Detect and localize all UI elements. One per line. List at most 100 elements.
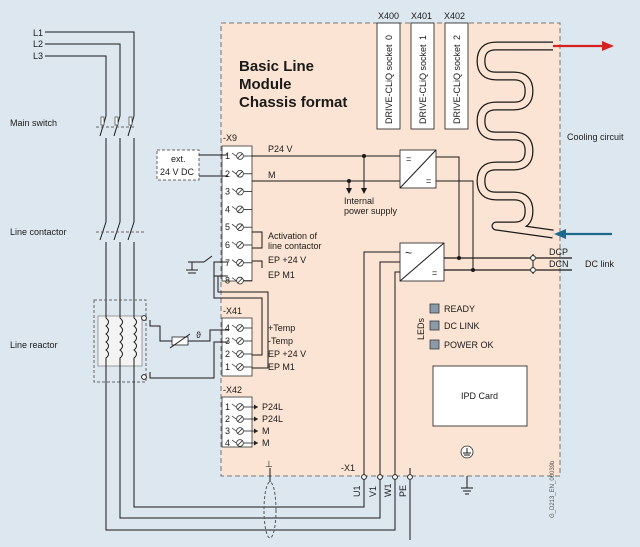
x1-v1-label: V1 [368, 486, 378, 497]
internal-supply-label-1: Internal [344, 196, 374, 206]
external-ground-icon [461, 476, 473, 495]
activation-label-1: Activation of [268, 231, 318, 241]
shield-ground-symbol: ⊥ [265, 459, 273, 469]
document-code: G_D213_EN_00039b [550, 460, 556, 518]
output-arrow-icon [254, 440, 258, 446]
x9-pin-8: 8 [225, 276, 230, 286]
socket-x402-header: X402 [444, 11, 465, 21]
activation-label-2: line contactor [268, 241, 322, 251]
x42-label-2: P24L [262, 414, 283, 424]
led-panel: LEDs READY DC LINK POWER OK [416, 303, 494, 350]
dcp-label: DCP [549, 247, 568, 257]
terminal-x9: -X9 1 2 3 4 5 6 7 8 ext. 24 V DC P24 V M Intern… [156, 133, 400, 286]
socket-x400-num: 0 [384, 35, 394, 40]
x42-pin-3: 3 [225, 426, 230, 436]
x9-pin-6: 6 [225, 240, 230, 250]
module-ground-icon [460, 445, 474, 459]
dcn-label: DCN [549, 259, 569, 269]
socket-x401 [410, 22, 435, 130]
dc-dc-converter: = = [399, 149, 474, 270]
terminal-x1: -X1 U1 V1 W1 PE [341, 463, 413, 540]
x41-ep24-label: EP +24 V [268, 349, 306, 359]
x41-temp-minus-label: -Temp [268, 336, 293, 346]
x41-header: -X41 [223, 306, 242, 316]
drive-cliq-sockets: X400 X401 X402 DRIVE-CLiQ socket 0 DRIVE… [376, 11, 469, 130]
coolant-in-arrow-icon [554, 229, 566, 239]
output-arrow-icon [254, 428, 258, 434]
led-power-ok-label: POWER OK [444, 340, 494, 350]
x9-m-label: M [268, 170, 276, 180]
x9-pin-5: 5 [225, 222, 230, 232]
x42-label-3: M [262, 426, 270, 436]
mains-feed: L1 L2 L3 Main switch Line con [10, 28, 396, 531]
x9-pin-3: 3 [225, 187, 230, 197]
theta-symbol: ϑ [196, 330, 201, 340]
ext-24v-supply [156, 149, 200, 181]
socket-x400-text: DRIVE-CLiQ socket [384, 44, 394, 124]
socket-x401-text: DRIVE-CLiQ socket [418, 44, 428, 124]
x1-w1-label: W1 [383, 484, 393, 498]
dc-link: DCP DCN DC link [530, 247, 615, 274]
module-title-line3: Chassis format [239, 94, 347, 111]
cable-shield: ⊥ [263, 459, 277, 539]
ext-supply-line1: ext. [171, 154, 186, 164]
x1-u1-label: U1 [352, 485, 362, 497]
dc-link-label: DC link [585, 259, 615, 269]
led-power-ok-icon [429, 339, 440, 350]
x42-header: -X42 [223, 385, 242, 395]
mains-l3-label: L3 [33, 51, 43, 61]
x41-epm1-label: EP M1 [268, 362, 295, 372]
socket-x402-num: 2 [452, 35, 462, 40]
cooling-circuit-label: Cooling circuit [567, 132, 624, 142]
x9-epm1-label: EP M1 [268, 270, 295, 280]
mains-l1-label: L1 [33, 28, 43, 38]
x41-pin-1: 1 [225, 362, 230, 372]
x41-temp-plus-label: +Temp [268, 323, 295, 333]
x41-pin-3: 3 [225, 336, 230, 346]
led-dc-link-icon [429, 320, 440, 331]
socket-x402 [444, 22, 469, 130]
main-switch-label: Main switch [10, 118, 57, 128]
x42-pin-2: 2 [225, 414, 230, 424]
x1-header: -X1 [341, 463, 355, 473]
output-arrow-icon [254, 416, 258, 422]
converter-out-symbol: = [426, 176, 431, 186]
socket-x400-header: X400 [378, 11, 399, 21]
x42-label-1: P24L [262, 402, 283, 412]
output-arrow-icon [254, 404, 258, 410]
x9-pin-1: 1 [225, 151, 230, 161]
led-ready-label: READY [444, 304, 475, 314]
converter-in-symbol: = [406, 154, 411, 164]
socket-x401-header: X401 [411, 11, 432, 21]
rectifier-ac-symbol: ~ [405, 246, 412, 260]
x42-label-4: M [262, 438, 270, 448]
x9-pin-4: 4 [225, 204, 230, 214]
x9-header: -X9 [223, 133, 237, 143]
socket-x401-num: 1 [418, 35, 428, 40]
led-ready-icon [429, 303, 440, 314]
x41-pin-2: 2 [225, 349, 230, 359]
coolant-out-arrow-icon [602, 41, 614, 51]
rectifier-dc-symbol: = [432, 268, 437, 278]
terminal-x41: -X41 4 3 2 1 +Temp -Temp EP +24 V EP M1 ϑ [149, 261, 306, 379]
module-title-line1: Basic Line [239, 58, 314, 75]
ext-supply-line2: 24 V DC [160, 167, 195, 177]
x9-pin-2: 2 [225, 169, 230, 179]
cooling-circuit: Cooling circuit [476, 41, 624, 239]
x9-p24v-label: P24 V [268, 144, 293, 154]
line-reactor-label: Line reactor [10, 340, 58, 350]
x41-pin-4: 4 [225, 323, 230, 333]
rectifier: ~ = [363, 242, 533, 480]
mains-l2-label: L2 [33, 39, 43, 49]
led-dc-link-label: DC LINK [444, 321, 480, 331]
line-contactor-label: Line contactor [10, 227, 67, 237]
x9-pin-7: 7 [225, 258, 230, 268]
x9-ep24-label: EP +24 V [268, 255, 306, 265]
socket-x402-text: DRIVE-CLiQ socket [452, 44, 462, 124]
socket-x400 [376, 22, 401, 130]
x1-pe-label: PE [398, 485, 408, 497]
ipd-card-label: IPD Card [461, 391, 498, 401]
x42-pin-4: 4 [225, 438, 230, 448]
